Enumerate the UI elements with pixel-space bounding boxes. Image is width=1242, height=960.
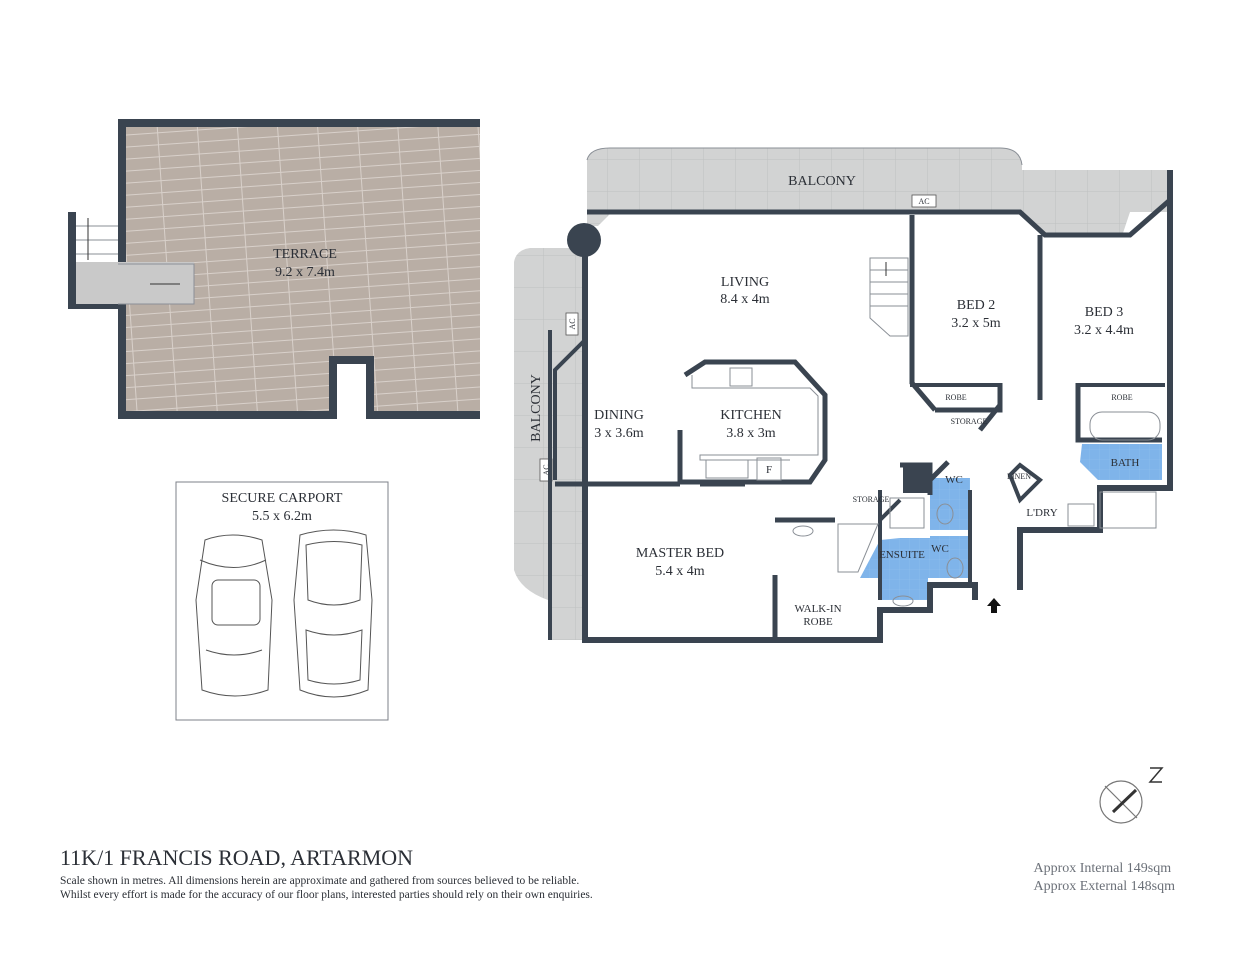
car-convertible-icon — [195, 534, 273, 697]
ac-unit-label: AC — [542, 464, 551, 475]
storage-label: STORAGE — [853, 495, 890, 504]
robe-label: ROBE — [945, 393, 966, 402]
kitchen-size: 3.8 x 3m — [726, 426, 776, 441]
walk-in-robe-label: WALK-IN — [794, 603, 841, 615]
property-address: 11K/1 FRANCIS ROAD, ARTARMON — [60, 845, 414, 870]
internal-stairs — [869, 257, 909, 337]
carport-label: SECURE CARPORT — [222, 491, 343, 506]
dining-size: 3 x 3.6m — [594, 426, 644, 441]
terrace-size: 9.2 x 7.4m — [275, 265, 335, 280]
carport-size: 5.5 x 6.2m — [252, 509, 312, 524]
kitchen-label: KITCHEN — [720, 408, 781, 423]
bed2-size: 3.2 x 5m — [951, 316, 1001, 331]
terrace-label: TERRACE — [273, 247, 337, 262]
bed3-label: BED 3 — [1085, 305, 1124, 320]
wc-label: WC — [945, 474, 963, 486]
bathroom-fittings — [792, 411, 1161, 607]
terrace-stairs — [68, 212, 195, 309]
ac-unit-label: AC — [568, 318, 577, 329]
carport: SECURE CARPORT 5.5 x 6.2m — [175, 481, 389, 721]
balcony-side-label: BALCONY — [529, 374, 544, 442]
living-size: 8.4 x 4m — [720, 292, 770, 307]
linen-label: LINEN — [1007, 472, 1031, 481]
disclaimer: Scale shown in metres. All dimensions he… — [60, 874, 593, 902]
dining-label: DINING — [594, 408, 644, 423]
disclaimer-line-2: Whilst every effort is made for the accu… — [60, 889, 593, 901]
kitchen-fittings: F — [691, 367, 819, 481]
wet-areas — [860, 444, 1162, 600]
internal-area: Approx Internal 149sqm — [1033, 861, 1172, 876]
walls — [548, 170, 1173, 643]
car-coupe-icon — [293, 529, 373, 698]
area-summary: Approx Internal 149sqm Approx External 1… — [1033, 860, 1175, 896]
walk-in-robe-label-2: ROBE — [803, 616, 833, 628]
fridge-label: F — [766, 464, 772, 476]
room-labels: LIVING 8.4 x 4m BED 2 3.2 x 5m BED 3 3.2… — [594, 275, 1139, 628]
bed3-size: 3.2 x 4.4m — [1074, 323, 1134, 338]
bed2-label: BED 2 — [957, 298, 996, 313]
wc-label: WC — [931, 543, 949, 555]
disclaimer-line-1: Scale shown in metres. All dimensions he… — [60, 875, 580, 887]
bath-label: BATH — [1111, 457, 1140, 469]
external-area: Approx External 148sqm — [1033, 879, 1175, 894]
master-bed-label: MASTER BED — [636, 546, 724, 561]
balcony-top-label: BALCONY — [788, 174, 856, 189]
laundry-label: L'DRY — [1026, 507, 1057, 519]
master-bed-size: 5.4 x 4m — [655, 564, 705, 579]
terrace: TERRACE 9.2 x 7.4m — [68, 119, 480, 419]
entry-arrow-icon — [987, 598, 1001, 613]
balcony-top: BALCONY AC — [586, 147, 1170, 236]
ac-unit-label: AC — [918, 197, 929, 206]
north-arrow-icon — [1099, 767, 1164, 824]
living-label: LIVING — [721, 275, 769, 290]
storage-label: STORAGE — [951, 417, 988, 426]
ensuite-label: ENSUITE — [879, 549, 925, 561]
robe-label: ROBE — [1111, 393, 1132, 402]
